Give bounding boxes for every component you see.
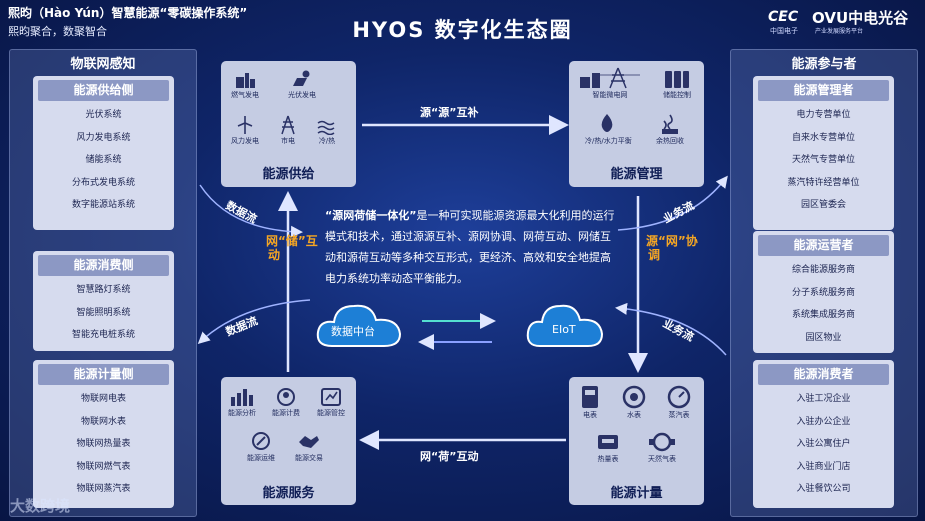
group-title: 能源消费者 [758,364,889,385]
gas-meter-icon: 天然气表 [647,431,677,464]
list-item: 入驻商业门店 [796,461,851,472]
list-item: 入驻公寓住户 [796,439,851,450]
steam-meter-icon: 蒸汽表 [664,385,694,420]
module-title: 能源计量 [610,486,663,501]
left-group-supply: 能源供给侧 光伏系统 风力发电系统 储能系统 分布式发电系统 数字能源站系统 [33,76,174,230]
module-title: 能源供给 [262,167,315,182]
list-item: 物联网水表 [80,416,126,427]
energy-billing-icon: 能源计费 [271,387,301,418]
electric-meter-icon: 电表 [575,385,605,420]
grid-power-icon: 市电 [273,115,303,146]
data-flow-upper-curve [199,184,303,238]
list-item: 分子系统服务商 [791,287,855,298]
list-item: 电力专营单位 [796,110,851,120]
gas-power-icon: 燃气发电 [230,69,260,100]
list-item: 物联网热量表 [76,439,131,450]
module-energy-supply: 燃气发电 光伏发电 风力发电 市电 冷/热 能源供给 [221,61,356,187]
top-flow-label: 源“源”互补 [420,106,479,119]
group-title: 能源管理者 [758,80,889,101]
list-item: 园区物业 [805,332,842,343]
description-body: 是一种可实现能源资源最大化利用的运行模式和技术，通过源源互补、源网协调、网荷互动… [325,209,615,285]
list-item: 入驻工况企业 [796,394,851,404]
left-panel: 物联网感知 能源供给侧 光伏系统 风力发电系统 储能系统 分布式发电系统 数字能… [9,49,197,517]
energy-storage-icon: 储能控制 [662,67,692,100]
list-item: 智能照明系统 [76,307,131,318]
module-title: 能源管理 [610,167,663,182]
list-item: 物联网蒸汽表 [76,484,131,495]
group-title: 能源计量侧 [38,364,169,385]
module-energy-metering: 电表 水表 蒸汽表 热量表 天然气表 能源计量 [569,377,704,505]
page-title: HYOS 数字化生态圈 [352,18,573,42]
microgrid-icon: 智能微电网 [575,67,645,100]
energy-analysis-icon: 能源分析 [227,387,257,418]
list-item: 物联网电表 [80,394,126,404]
water-meter-icon: 水表 [619,385,649,420]
bottom-flow-label: 网“荷”互动 [420,450,479,463]
description-text: “源网荷储一体化”是一种可实现能源资源最大化利用的运行模式和技术，通过源源互补、… [325,205,615,289]
right-group-managers: 能源管理者 电力专营单位 自来水专营单位 天然气专营单位 蒸汽特许经营单位 园区… [753,76,894,230]
module-energy-management: 智能微电网 储能控制 冷/热/水力平衡 余热回收 能源管理 [569,61,704,187]
module-title: 能源服务 [262,486,315,501]
wind-power-icon: 风力发电 [230,115,260,146]
list-item: 分布式发电系统 [71,177,135,188]
group-title: 能源消费侧 [38,255,169,276]
right-group-operators: 能源运营者 综合能源服务商 分子系统服务商 系统集成服务商 园区物业 [753,231,894,353]
list-item: 综合能源服务商 [791,265,855,275]
watermark: 大数跨境 [10,497,71,515]
list-item: 数字能源站系统 [71,200,135,211]
data-platform-cloud [316,304,402,347]
list-item: 入驻办公企业 [796,416,851,427]
cec-logo-sub: 中国电子 [770,27,798,35]
list-item: 储能系统 [85,155,122,166]
solar-power-icon: 光伏发电 [287,69,317,100]
ovu-logo: OVU中电光谷 [812,9,909,27]
eiot-cloud [526,304,604,347]
list-item: 光伏系统 [85,110,122,120]
cooling-heating-icon: 冷/热 [312,115,342,146]
left-group-consumption: 能源消费侧 智慧路灯系统 智能照明系统 智能充电桩系统 [33,251,174,351]
list-item: 风力发电系统 [76,132,131,143]
thermal-balance-icon: 冷/热/水力平衡 [585,113,632,146]
group-title: 能源供给侧 [38,80,169,101]
list-item: 智能充电桩系统 [71,330,135,341]
energy-control-icon: 能源管控 [316,387,346,418]
list-item: 物联网燃气表 [76,461,131,472]
right-panel: 能源参与者 能源管理者 电力专营单位 自来水专营单位 天然气专营单位 蒸汽特许经… [730,49,918,517]
cec-logo: CEC [768,9,799,25]
data-flow-lower-curve [197,299,311,345]
module-energy-service: 能源分析 能源计费 能源管控 能源运维 能源交易 能源服务 [221,377,356,505]
list-item: 自来水专营单位 [791,132,855,143]
left-vertical-label: 网“储”互动 [266,234,318,262]
business-flow-upper-curve [617,175,728,231]
energy-trading-icon: 能源交易 [294,430,324,463]
header-line-2: 熙昀聚合，数聚智合 [8,25,107,38]
list-item: 系统集成服务商 [791,310,855,321]
list-item: 智慧路灯系统 [76,285,131,295]
right-panel-title: 能源参与者 [791,57,857,72]
eiot-label: EIoT [552,323,576,336]
waste-heat-recovery-icon: 余热回收 [655,113,685,146]
description-highlight: “源网荷储一体化” [325,209,417,222]
list-item: 园区管委会 [800,200,846,211]
group-title: 能源运营者 [758,235,889,256]
energy-maintenance-icon: 能源运维 [246,430,276,463]
left-panel-title: 物联网感知 [70,57,136,72]
business-flow-lower-curve [615,302,727,356]
header-line-1: 熙昀（Hào Yún）智慧能源“零碳操作系统” [8,6,248,20]
data-platform-label: 数据中台 [331,325,375,338]
left-group-metering: 能源计量侧 物联网电表 物联网水表 物联网热量表 物联网燃气表 物联网蒸汽表 [33,360,174,508]
heat-meter-icon: 热量表 [593,431,623,464]
list-item: 入驻餐饮公司 [796,484,851,495]
ovu-logo-sub: 产业发展服务平台 [815,28,864,35]
right-group-consumers: 能源消费者 入驻工况企业 入驻办公企业 入驻公寓住户 入驻商业门店 入驻餐饮公司 [753,360,894,508]
list-item: 天然气专营单位 [791,155,855,166]
list-item: 蒸汽特许经营单位 [787,177,860,188]
right-vertical-label: 源“网”协调 [646,234,698,262]
